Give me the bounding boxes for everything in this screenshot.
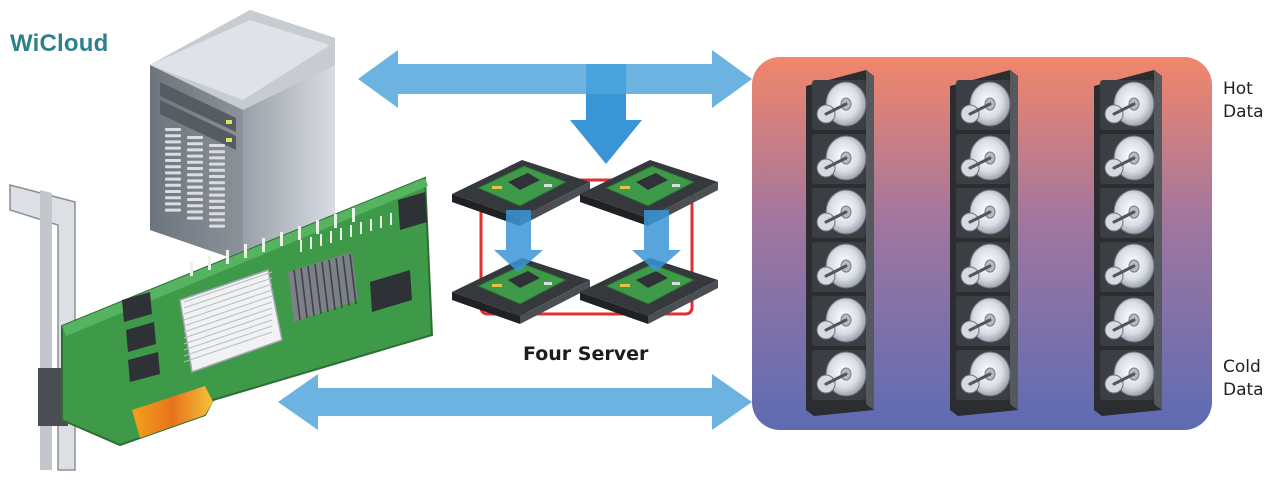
cluster-label: Four Server [523,343,649,365]
cold-data-line1: Cold [1223,357,1261,377]
cluster-arrow-right [632,210,681,272]
disk-column [950,70,1018,416]
hard-disk-icon [812,296,867,346]
hard-disk-icon [812,242,867,292]
bottom-data-arrow [278,374,752,430]
hard-disk-icon [1100,188,1155,238]
disk-column [806,70,874,416]
hard-disk-icon [1100,350,1155,400]
hard-disk-icon [812,350,867,400]
four-server-cluster [452,160,718,324]
hard-disk-icon [956,296,1011,346]
hard-disk-icon [812,80,867,130]
hard-disk-icon [812,188,867,238]
hot-data-line2: Data [1223,102,1264,122]
disk-array [806,70,1162,416]
hard-disk-icon [956,242,1011,292]
server-board-icon [580,258,718,324]
cluster-arrow-left [494,210,543,272]
hard-disk-icon [1100,296,1155,346]
cold-data-label: Cold Data [1223,356,1264,402]
hard-disk-icon [956,188,1011,238]
server-tower-icon [150,10,335,262]
brand-logo: WiCloud [10,30,109,57]
hard-disk-icon [812,134,867,184]
hard-disk-icon [1100,80,1155,130]
hot-data-line1: Hot [1223,79,1253,99]
disk-column [1094,70,1162,416]
server-board-icon [452,258,590,324]
hard-disk-icon [1100,134,1155,184]
top-data-arrow [358,50,752,164]
cluster-frame [479,178,694,316]
pcie-card-icon [9,176,434,471]
cold-data-line2: Data [1223,380,1264,400]
hard-disk-icon [956,80,1011,130]
server-board-icon [452,160,590,226]
hard-disk-icon [1100,242,1155,292]
hard-disk-icon [956,350,1011,400]
hot-data-label: Hot Data [1223,78,1264,124]
hard-disk-icon [956,134,1011,184]
